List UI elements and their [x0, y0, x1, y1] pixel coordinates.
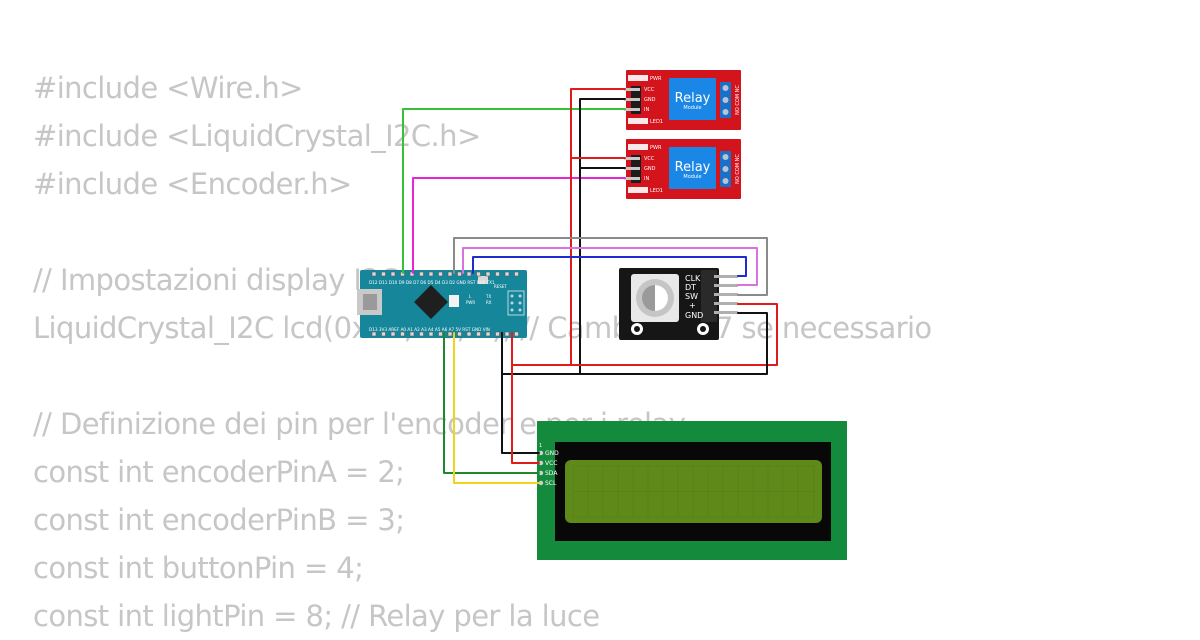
- relay2-contacts-label: NO COM NC: [735, 154, 741, 184]
- encoder-pin-sw: SW: [685, 292, 698, 301]
- encoder-pin-clk: CLK: [685, 274, 701, 283]
- relay2-led-label: LED1: [650, 188, 663, 194]
- wire-darkgreen-a4-sda[interactable]: [443, 332, 540, 474]
- wire-magenta-d8-relay2-in[interactable]: [412, 177, 626, 274]
- arduino-nano-board[interactable]: RESET L PWR TX RX D12 D11 D10 D9 D8 D7 D…: [357, 270, 527, 338]
- relay2-pin-vcc: VCC: [644, 156, 655, 162]
- arduino-led-pwr: PWR: [466, 300, 475, 305]
- relay1-pwr-label: PWR: [650, 76, 662, 82]
- code-editor: #include <Wire.h> #include <LiquidCrystal…: [33, 64, 932, 640]
- wire-violet-encoder-dt[interactable]: [462, 247, 758, 286]
- code-line: #include <LiquidCrystal_I2C.h>: [33, 119, 481, 153]
- relay2-subtitle: Module: [683, 174, 701, 180]
- wire-blue-encoder-clk[interactable]: [472, 256, 747, 277]
- relay2-pin-gnd: GND: [644, 166, 656, 172]
- lcd-pin-gnd: GND: [545, 450, 559, 457]
- relay1-pin-in: IN: [644, 107, 649, 113]
- encoder-pin-gnd: GND: [685, 311, 703, 320]
- lcd-pin-scl: SCL: [545, 480, 557, 487]
- relay1-contacts-label: NO COM NC: [735, 85, 741, 115]
- encoder-pin-dt: DT: [685, 283, 696, 292]
- wire-red-lcd-vcc[interactable]: [511, 332, 540, 464]
- arduino-led-rx: RX: [486, 300, 492, 305]
- relay2-pin-in: IN: [644, 176, 649, 182]
- arduino-led-tx: TX: [485, 294, 491, 299]
- code-line: const int encoderPinB = 3;: [33, 503, 405, 537]
- wire-red-encoder-plus[interactable]: [570, 303, 778, 366]
- relay-module-2[interactable]: PWR LED1 VCC GND IN Relay Module NO COM …: [624, 139, 741, 199]
- relay1-led-label: LED1: [650, 119, 663, 125]
- wire-black-encoder-gnd[interactable]: [579, 312, 768, 375]
- wire-black-lcd-gnd[interactable]: [501, 332, 540, 454]
- wire-red-relay1-vcc[interactable]: [511, 88, 626, 366]
- wire-yellow-a5-scl[interactable]: [453, 332, 540, 484]
- lcd-pin-vcc: VCC: [545, 460, 557, 467]
- relay2-pwr-label: PWR: [650, 145, 662, 151]
- lcd-16x2-i2c-display[interactable]: 1 GND VCC SDA SCL: [537, 421, 847, 560]
- wire-green-d9-relay1-in[interactable]: [402, 108, 626, 274]
- lcd-pin1-marker: 1: [539, 443, 542, 449]
- lcd-character-grid: [572, 465, 815, 518]
- relay1-pin-vcc: VCC: [644, 87, 655, 93]
- wire-gray-encoder-sw[interactable]: [453, 237, 768, 296]
- code-line: #include <Wire.h>: [33, 71, 303, 105]
- encoder-pin-plus: +: [689, 301, 696, 310]
- relay2-title: Relay: [675, 160, 711, 175]
- relay1-title: Relay: [675, 91, 711, 106]
- code-line: const int buttonPin = 4;: [33, 551, 364, 585]
- rotary-encoder-module[interactable]: CLK DT SW + GND: [619, 268, 738, 340]
- relay1-pin-gnd: GND: [644, 97, 656, 103]
- arduino-top-pin-labels: D12 D11 D10 D9 D8 D7 D6 D5 D4 D3 D2 GND …: [369, 280, 495, 285]
- code-line: #include <Encoder.h>: [33, 167, 352, 201]
- arduino-bottom-pin-labels: D13 3V3 AREF A0 A1 A2 A3 A4 A5 A6 A7 5V …: [369, 327, 490, 332]
- relay1-subtitle: Module: [683, 105, 701, 111]
- code-line: const int encoderPinA = 2;: [33, 455, 405, 489]
- relay-module-1[interactable]: PWR LED1 VCC GND IN Relay Module NO COM …: [624, 70, 741, 130]
- code-line: const int lightPin = 8; // Relay per la …: [33, 599, 600, 633]
- arduino-reset-label: RESET: [494, 284, 507, 289]
- lcd-pin-sda: SDA: [545, 470, 558, 477]
- arduino-led-l: L: [469, 294, 472, 299]
